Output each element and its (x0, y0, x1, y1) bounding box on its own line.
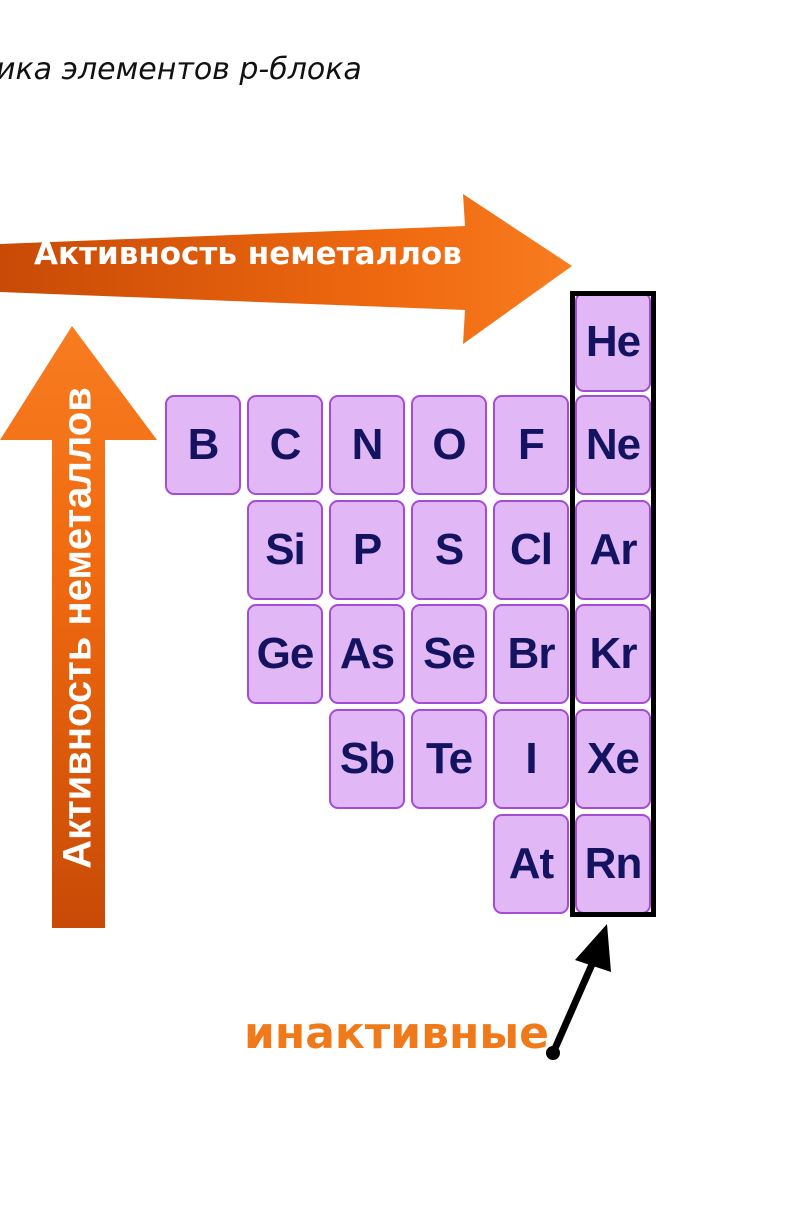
element-c: C (247, 395, 323, 495)
element-as: As (329, 604, 405, 704)
pointer-arrow-dot (546, 1046, 560, 1060)
element-se: Se (411, 604, 487, 704)
vertical-arrow-label: Активность неметаллов (55, 387, 100, 869)
pointer-arrow-head (575, 924, 611, 972)
page-title: ика элементов p-блока (0, 52, 362, 87)
element-sb: Sb (329, 709, 405, 809)
element-o: O (411, 395, 487, 495)
element-ge: Ge (247, 604, 323, 704)
element-cl: Cl (493, 500, 569, 600)
element-si: Si (247, 500, 323, 600)
element-kr: Kr (575, 604, 651, 704)
element-te: Te (411, 709, 487, 809)
noble-gases-frame (570, 291, 656, 917)
element-p: P (329, 500, 405, 600)
element-br: Br (493, 604, 569, 704)
element-b: B (165, 395, 241, 495)
element-n: N (329, 395, 405, 495)
element-he: He (575, 292, 651, 392)
noble-gases-label: инактивные (244, 1008, 549, 1059)
element-at: At (493, 814, 569, 914)
element-ne: Ne (575, 395, 651, 495)
horizontal-arrow-label: Активность неметаллов (34, 236, 462, 272)
element-i: I (493, 709, 569, 809)
element-rn: Rn (575, 814, 651, 914)
horizontal-activity-arrow (0, 194, 572, 344)
element-xe: Xe (575, 709, 651, 809)
vertical-activity-arrow (0, 326, 157, 928)
element-ar: Ar (575, 500, 651, 600)
pointer-arrow-line (549, 960, 597, 1055)
element-f: F (493, 395, 569, 495)
element-s: S (411, 500, 487, 600)
